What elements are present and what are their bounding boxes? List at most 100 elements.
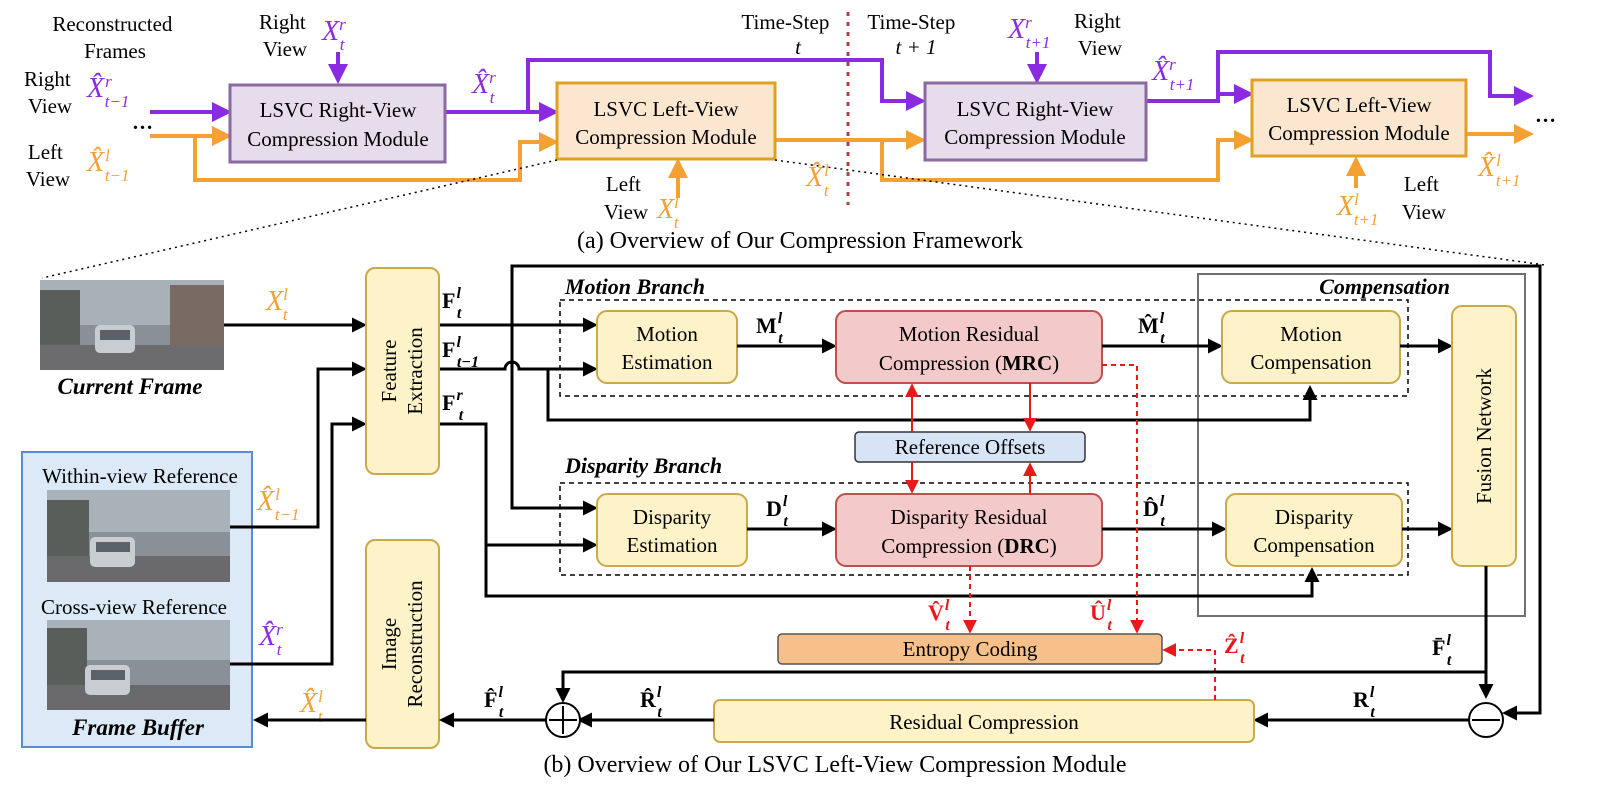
disparity-branch-label: Disparity Branch bbox=[564, 453, 722, 478]
cross-view-label: Cross-view Reference bbox=[41, 595, 227, 619]
reconstructed-frames-label: Reconstructed Frames bbox=[52, 12, 177, 63]
frame-buffer-panel: Within-view Reference Cross-view Referen… bbox=[21, 451, 253, 748]
svg-text:Compression (DRC): Compression (DRC) bbox=[881, 534, 1057, 558]
svg-text:Disparity Residual: Disparity Residual bbox=[891, 505, 1048, 529]
arrow-right-output-1 bbox=[445, 58, 926, 114]
within-view-label: Within-view Reference bbox=[42, 464, 238, 488]
ellipsis-left: … bbox=[132, 110, 153, 134]
arrow-within-to-fe bbox=[230, 361, 367, 529]
part-b-left-view-module: Current Frame Within-view Reference Cros… bbox=[21, 264, 1542, 778]
arrow-right-output-2 bbox=[1146, 50, 1534, 106]
compensation-label: Compensation bbox=[1319, 274, 1450, 299]
frame-buffer-label: Frame Buffer bbox=[71, 715, 205, 740]
entropy-coding-box: Entropy Coding bbox=[777, 633, 1163, 665]
motion-branch-label: Motion Branch bbox=[564, 274, 705, 299]
mrc-box: Motion Residual Compression (MRC) bbox=[835, 310, 1103, 384]
caption-b: (b) Overview of Our LSVC Left-View Compr… bbox=[543, 752, 1126, 778]
arrow-flt-to-de bbox=[510, 325, 598, 516]
svg-text:Motion Residual: Motion Residual bbox=[899, 322, 1040, 346]
time-step-t-label: Time-Step t bbox=[741, 10, 834, 59]
cross-view-image bbox=[47, 620, 230, 710]
part-a-overview: Reconstructed Frames Right View Left Vie… bbox=[24, 9, 1556, 254]
svg-text:ImageReconstruction: ImageReconstruction bbox=[377, 580, 427, 708]
drc-box: Disparity Residual Compression (DRC) bbox=[835, 493, 1103, 567]
arrow-frt-to-de bbox=[440, 422, 598, 553]
arrow-fbar-to-add bbox=[555, 654, 1488, 703]
arrow-mrc-to-ec bbox=[1102, 364, 1144, 634]
current-frame-image bbox=[40, 280, 224, 370]
within-view-image bbox=[47, 490, 230, 582]
svg-text:Fusion Network: Fusion Network bbox=[1472, 368, 1496, 504]
arrow-left-output-1 bbox=[775, 130, 1254, 182]
current-frame-label: Current Frame bbox=[57, 374, 202, 399]
caption-a: (a) Overview of Our Compression Framewor… bbox=[577, 228, 1023, 254]
arrow-rc-to-ec bbox=[1162, 643, 1216, 700]
svg-text:Residual Compression: Residual Compression bbox=[889, 710, 1079, 734]
motion-branch-container bbox=[559, 299, 1409, 397]
right-view-label-left: Right View bbox=[24, 67, 76, 118]
arrow-cross-to-fe bbox=[230, 416, 367, 666]
left-view-label-1: Left View bbox=[604, 172, 649, 224]
add-node bbox=[545, 702, 581, 738]
arrow-left-prev bbox=[193, 132, 559, 182]
arrow-fltm1-to-me bbox=[440, 360, 598, 377]
arrow-fltm1-to-mc bbox=[546, 369, 1318, 422]
svg-text:Entropy Coding: Entropy Coding bbox=[903, 637, 1038, 661]
right-view-label-2: Right View bbox=[1074, 9, 1126, 60]
fusion-network-box: Fusion Network bbox=[1451, 305, 1517, 567]
reference-offsets-box: Reference Offsets bbox=[854, 431, 1086, 463]
arrow-frt-to-dc bbox=[484, 545, 1320, 598]
ellipsis-right: … bbox=[1535, 103, 1556, 127]
time-step-t1-label: Time-Step t + 1 bbox=[867, 10, 960, 59]
residual-compression-box: Residual Compression bbox=[713, 699, 1255, 743]
left-view-label-2: Left View bbox=[1402, 172, 1447, 224]
compensation-container bbox=[1197, 273, 1526, 617]
zoom-line-left bbox=[41, 159, 558, 279]
feature-extraction-box: FeatureExtraction bbox=[365, 267, 440, 475]
right-view-label-1: Right View bbox=[259, 10, 311, 61]
svg-text:FeatureExtraction: FeatureExtraction bbox=[377, 327, 427, 415]
image-reconstruction-box: ImageReconstruction bbox=[365, 539, 440, 749]
left-view-label-left: Left View bbox=[26, 140, 71, 191]
